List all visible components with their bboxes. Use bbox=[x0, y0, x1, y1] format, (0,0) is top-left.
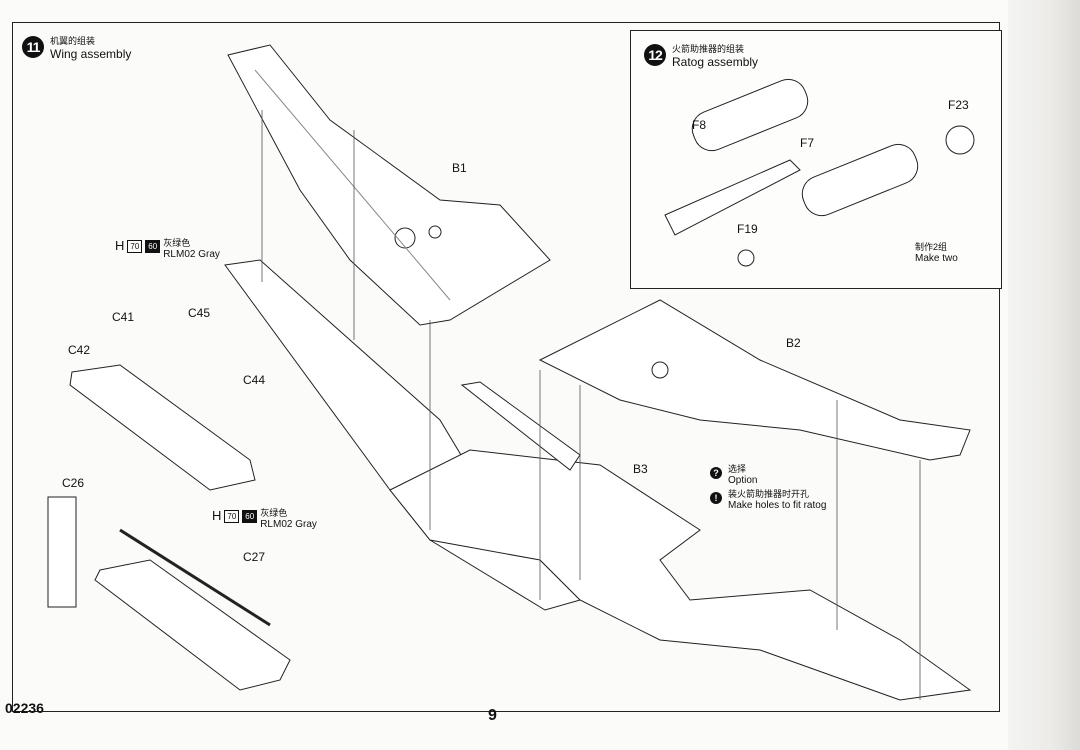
step-12-header: 12 火箭助推器的组装 Ratog assembly bbox=[644, 44, 758, 69]
legend-cn: 选择 bbox=[728, 464, 747, 474]
ratog-tube bbox=[801, 143, 919, 217]
legend-cn: 装火箭助推器时开孔 bbox=[728, 489, 810, 499]
step-number-badge: 12 bbox=[644, 44, 666, 66]
step-title-en: Wing assembly bbox=[50, 47, 132, 61]
step-number-badge: 11 bbox=[22, 36, 44, 58]
part-label-c27: C27 bbox=[243, 550, 266, 564]
paint-letter: H bbox=[212, 508, 222, 523]
step-title-cn: 火箭助推器的组装 bbox=[672, 44, 745, 54]
paint-code: 60 bbox=[242, 510, 258, 523]
part-label-c45: C45 bbox=[188, 306, 211, 320]
part-c26 bbox=[47, 496, 77, 608]
part-label-f8: F8 bbox=[692, 118, 707, 132]
ratog-tube bbox=[691, 78, 809, 152]
question-icon: ? bbox=[710, 467, 722, 479]
step-12-box bbox=[630, 30, 1002, 289]
exclamation-icon: ! bbox=[710, 492, 722, 504]
wing-hole bbox=[651, 361, 669, 379]
legend-item-holes: ! 装火箭助推器时开孔 Make holes to fit ratog bbox=[710, 489, 826, 511]
page-number: 9 bbox=[488, 707, 497, 724]
part-label-f23: F23 bbox=[948, 98, 969, 112]
part-label-f19: F19 bbox=[737, 222, 758, 236]
make-two-note: 制作2组 Make two bbox=[915, 242, 958, 264]
ratog-cap-f19 bbox=[737, 249, 755, 267]
part-c27-assembly bbox=[94, 559, 291, 691]
part-label-f7: F7 bbox=[800, 136, 815, 150]
part-label-b1: B1 bbox=[452, 161, 467, 175]
part-label-b3: B3 bbox=[633, 462, 648, 476]
step-title-cn: 机翼的组装 bbox=[50, 36, 96, 46]
step-title-en: Ratog assembly bbox=[672, 55, 759, 69]
legend-item-option: ? 选择 Option bbox=[710, 464, 826, 486]
paint-color-en: RLM02 Gray bbox=[163, 249, 220, 260]
make-two-en: Make two bbox=[915, 253, 958, 264]
wing-upper-b2 bbox=[538, 299, 971, 461]
part-label-c41: C41 bbox=[112, 310, 135, 324]
guide-lines bbox=[261, 110, 921, 700]
part-label-b2: B2 bbox=[786, 336, 801, 350]
ratog-parts bbox=[664, 78, 975, 267]
legend-en: Option bbox=[728, 475, 758, 486]
paint-code: 70 bbox=[224, 510, 240, 523]
paint-callout: H 70 60 灰绿色 RLM02 Gray bbox=[115, 238, 220, 260]
paint-color-cn: 灰绿色 bbox=[163, 238, 191, 248]
part-rod bbox=[119, 528, 271, 627]
wing-upper-b1 bbox=[227, 44, 551, 326]
paint-code: 60 bbox=[145, 240, 161, 253]
ratog-nozzle-f23 bbox=[945, 125, 975, 155]
page-frame bbox=[12, 22, 1000, 712]
wing-lower-b3 bbox=[389, 449, 972, 701]
product-code: 02236 bbox=[5, 700, 44, 716]
make-two-cn: 制作2组 bbox=[915, 242, 948, 252]
paint-code: 70 bbox=[127, 240, 143, 253]
paint-letter: H bbox=[115, 238, 125, 253]
part-label-c44: C44 bbox=[243, 373, 266, 387]
scan-edge bbox=[1008, 0, 1080, 750]
symbol-legend: ? 选择 Option ! 装火箭助推器时开孔 Make holes to fi… bbox=[710, 464, 826, 514]
legend-en: Make holes to fit ratog bbox=[728, 500, 827, 511]
paint-color-cn: 灰绿色 bbox=[260, 508, 288, 518]
part-label-c42: C42 bbox=[68, 343, 91, 357]
part-c42-assembly bbox=[69, 364, 256, 491]
step-11-header: 11 机翼的组装 Wing assembly bbox=[22, 36, 131, 61]
wing-hole bbox=[394, 227, 416, 249]
part-label-c26: C26 bbox=[62, 476, 85, 490]
panel-line bbox=[254, 69, 451, 301]
paint-color-en: RLM02 Gray bbox=[260, 519, 317, 530]
ratog-rail bbox=[664, 159, 801, 236]
paint-callout: H 70 60 灰绿色 RLM02 Gray bbox=[212, 508, 317, 530]
wing-hole bbox=[428, 225, 442, 239]
